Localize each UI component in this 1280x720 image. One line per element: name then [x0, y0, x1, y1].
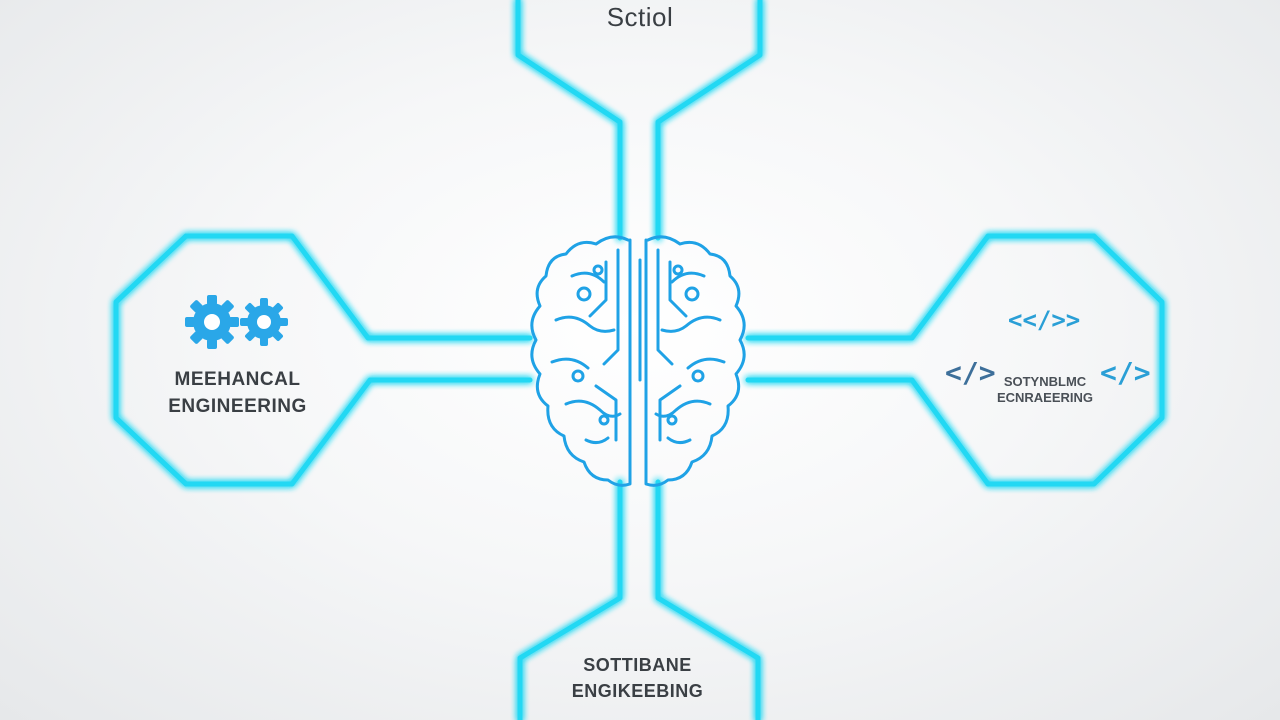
brain-right-hemisphere	[644, 235, 746, 487]
circuit-node	[684, 286, 700, 302]
circuit-trace	[588, 248, 688, 442]
bottom-node-frame	[517, 479, 761, 720]
right-node-label-line1: SOTYNBLMC	[1003, 374, 1087, 389]
circuit-node	[672, 264, 684, 276]
circuit-node	[666, 414, 678, 426]
gear-icon-left	[185, 295, 239, 349]
code-tags-icon: </>	[945, 356, 996, 389]
bottom-node-label-line2: ENGIKEEBING	[571, 681, 704, 701]
top-node-label: Sctiol	[606, 2, 674, 32]
right-node-label: SOTYNBLMC ECNRAEERING	[965, 374, 1125, 406]
gear-icon-right	[240, 298, 288, 346]
circuit-node	[592, 264, 604, 276]
circuit-node	[691, 369, 705, 383]
circuit-node	[571, 369, 585, 383]
brain-fold	[654, 271, 726, 445]
top-node-frame	[515, 0, 763, 241]
code-tags-icon: </>	[1100, 356, 1151, 389]
left-node-frame	[113, 233, 533, 487]
code-tags-icon: <</>>	[1008, 306, 1081, 334]
right-node-frame	[745, 233, 1165, 487]
circuit-node	[598, 414, 610, 426]
brain-fold	[550, 271, 622, 445]
gears-icon	[185, 295, 288, 349]
left-node-label-line2: ENGINEERING	[168, 396, 307, 417]
bottom-node-label: SOTTIBANE ENGIKEEBING	[535, 652, 740, 704]
bottom-node-label-line1: SOTTIBANE	[583, 655, 692, 675]
brain-left-hemisphere	[530, 235, 632, 487]
left-node-label-line1: MEEHANCAL	[174, 369, 301, 390]
left-node-label: MEEHANCAL ENGINEERING	[130, 366, 345, 420]
right-node-label-line2: ECNRAEERING	[996, 390, 1094, 405]
circuit-node	[576, 286, 592, 302]
circuit-brain-icon	[530, 235, 746, 487]
